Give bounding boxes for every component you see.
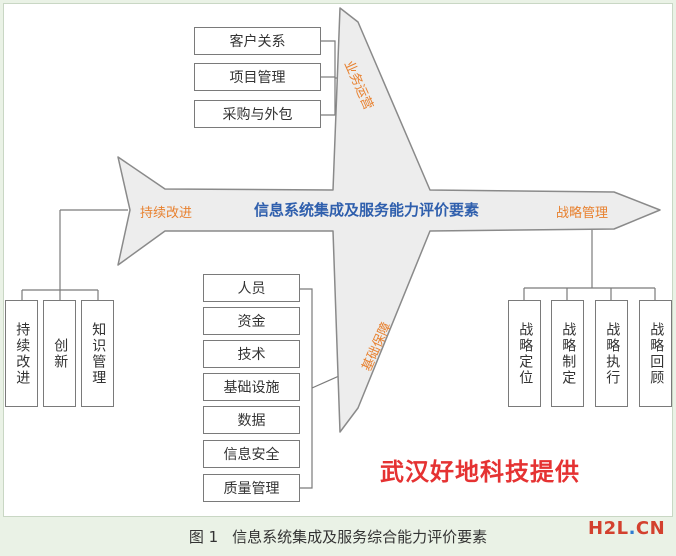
strategy-item-formulation: 战略制定: [551, 300, 584, 407]
business-item-procurement: 采购与外包: [194, 100, 321, 128]
diagram-title: 信息系统集成及服务能力评价要素: [254, 201, 480, 219]
foundation-item-data: 数据: [203, 406, 300, 434]
foundation-item-personnel: 人员: [203, 274, 300, 302]
foundation-item-funds: 资金: [203, 307, 300, 335]
business-item-project: 项目管理: [194, 63, 321, 91]
strategy-item-execution: 战略执行: [595, 300, 628, 407]
foundation-item-technology: 技术: [203, 340, 300, 368]
foundation-item-security: 信息安全: [203, 440, 300, 468]
foundation-item-infrastructure: 基础设施: [203, 373, 300, 401]
credit-text: 武汉好地科技提供: [380, 458, 580, 486]
connector-strategy-drops: [523, 288, 656, 300]
improvement-item-continuous: 持续改进: [5, 300, 38, 407]
strategy-item-positioning: 战略定位: [508, 300, 541, 407]
connector-business: [321, 40, 336, 116]
figure-caption: 图 1 信息系统集成及服务综合能力评价要素: [0, 526, 676, 547]
improvement-item-knowledge: 知识管理: [81, 300, 114, 407]
caption-number: 图 1: [188, 528, 219, 546]
airplane-shape: [117, 7, 661, 433]
connector-foundation: [300, 288, 313, 489]
foundation-item-quality: 质量管理: [203, 474, 300, 502]
connectors: [21, 40, 656, 489]
site-watermark-logo: H2L.CN: [588, 518, 666, 539]
caption-text: 信息系统集成及服务综合能力评价要素: [232, 528, 488, 546]
strategy-item-review: 战略回顾: [639, 300, 672, 407]
wing-label-improvement: 持续改进: [140, 206, 193, 221]
wing-label-strategy: 战略管理: [556, 206, 609, 221]
business-item-customer: 客户关系: [194, 27, 321, 55]
improvement-item-innovation: 创新: [43, 300, 76, 407]
connector-improvement-drops: [21, 290, 99, 300]
